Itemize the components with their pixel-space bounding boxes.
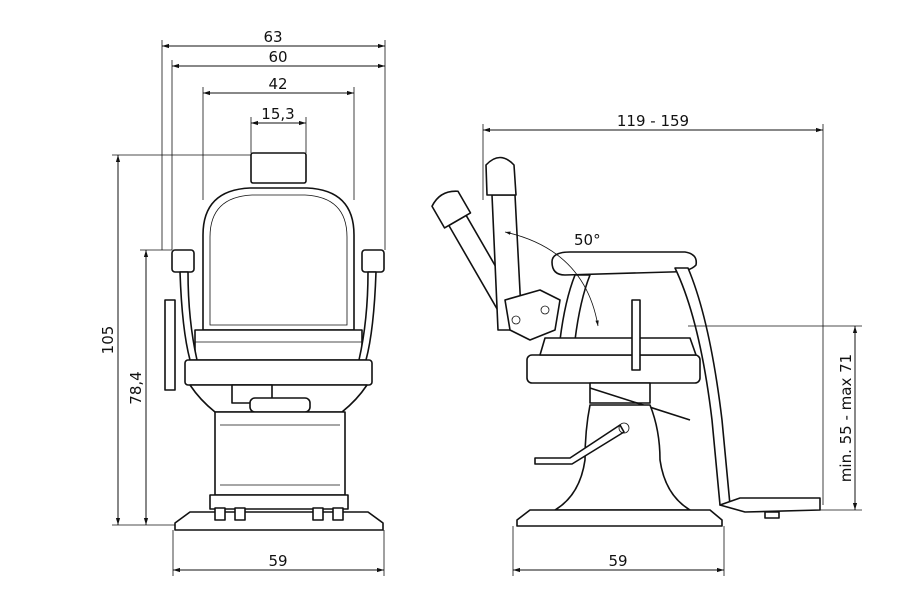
frame-bar <box>674 267 731 506</box>
side-recline-lever <box>631 299 641 371</box>
dim-recline-angle: 50° <box>574 231 601 249</box>
backrest <box>202 187 355 331</box>
dim-width-headrest: 15,3 <box>261 105 294 123</box>
hydraulic-column <box>214 411 346 496</box>
dim-height-overall: 105 <box>99 326 117 355</box>
front-view: 63 60 42 15,3 105 78,4 59 <box>99 28 386 576</box>
dim-width-backrest: 42 <box>268 75 287 93</box>
side-armrest <box>551 251 698 276</box>
recline-lever <box>164 299 176 391</box>
side-base <box>516 509 723 527</box>
dim-side-base-width: 59 <box>608 552 627 570</box>
footrest <box>719 497 821 513</box>
left-armrest <box>171 249 195 273</box>
front-chair-outline <box>164 152 385 531</box>
dim-width-overall: 63 <box>263 28 282 46</box>
right-armrest <box>361 249 385 273</box>
pump-pedal <box>534 424 625 465</box>
dim-front-base-width: 59 <box>268 552 287 570</box>
side-chair-outline: 50° <box>431 156 821 527</box>
headrest <box>250 152 307 184</box>
front-seat <box>184 359 373 386</box>
seat-back-joint <box>194 329 363 361</box>
side-view: 50° 119 - 159 min. 55 - max 71 59 <box>431 112 862 576</box>
dim-seat-height-range: min. 55 - max 71 <box>837 354 855 482</box>
front-base <box>174 511 384 531</box>
dim-depth-range: 119 - 159 <box>617 112 689 130</box>
side-seat <box>526 354 701 384</box>
dim-height-armrest: 78,4 <box>127 371 145 404</box>
dim-width-armrests: 60 <box>268 48 287 66</box>
